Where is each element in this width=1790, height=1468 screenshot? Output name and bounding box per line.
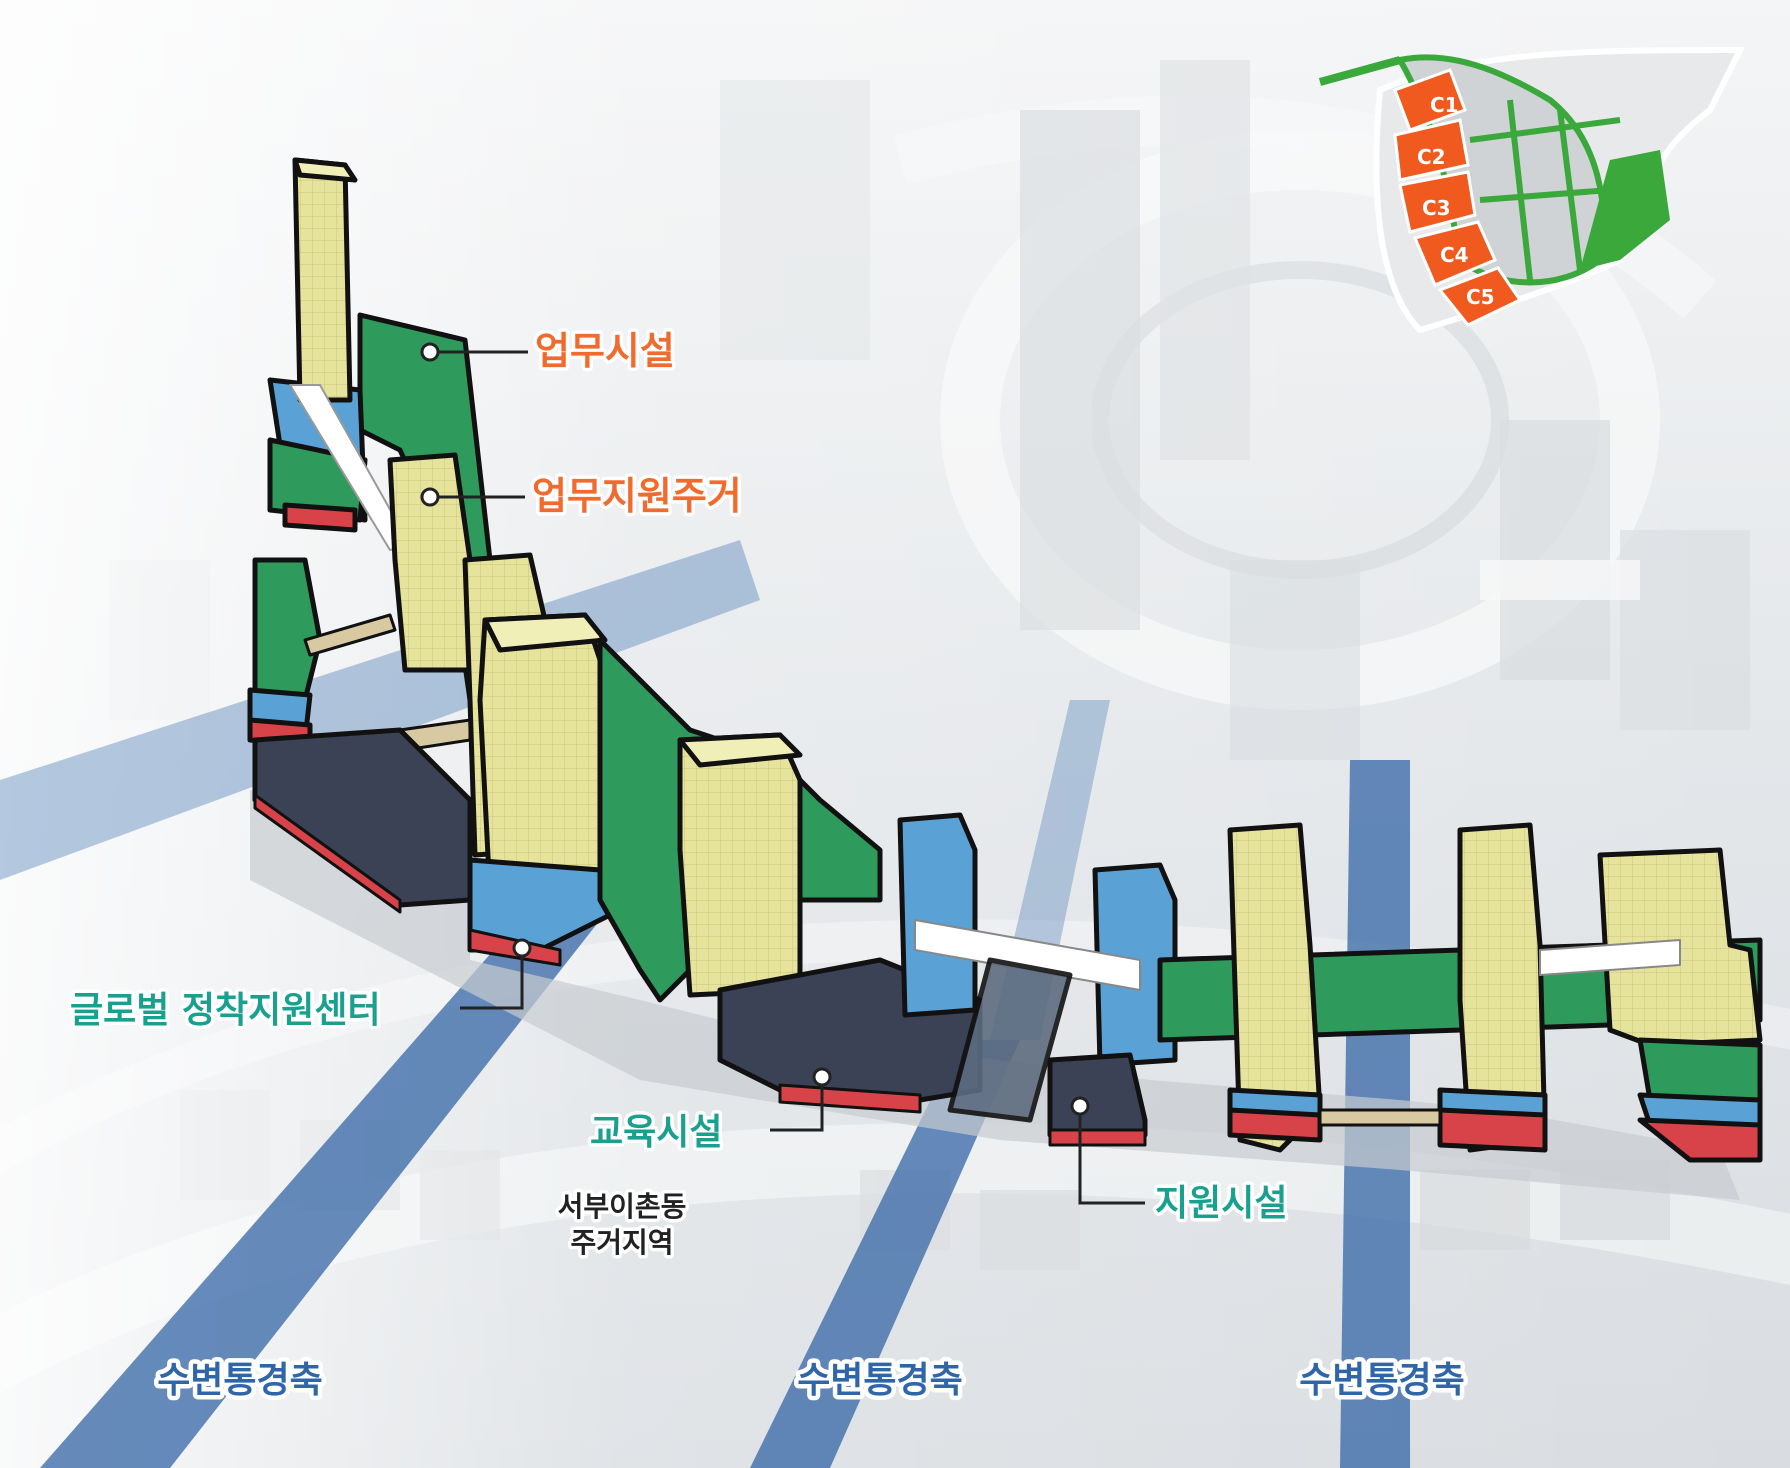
label-support-facility: 지원시설 xyxy=(1155,1183,1287,1224)
label-residential-area-line2: 주거지역 xyxy=(570,1226,673,1259)
label-global-center: 글로벌 정착지원센터 xyxy=(70,990,381,1031)
marker-office-residential xyxy=(422,489,438,505)
keymap-label-c4: C4 xyxy=(1440,243,1469,267)
residential-tower-4 xyxy=(480,615,600,895)
residential-tower-5 xyxy=(680,735,800,995)
office-residential-tower xyxy=(390,455,470,670)
label-axis-3: 수변통경축 xyxy=(1299,1360,1465,1401)
keymap-label-c1: C1 xyxy=(1430,93,1459,117)
label-education: 교육시설 xyxy=(590,1112,722,1153)
marker-office xyxy=(422,344,438,360)
marker-education xyxy=(814,1069,830,1085)
label-office: 업무시설 xyxy=(535,329,675,373)
keymap-label-c5: C5 xyxy=(1466,285,1495,309)
label-residential-area-line1: 서부이촌동 xyxy=(558,1190,687,1223)
marker-support xyxy=(1072,1098,1088,1114)
marker-global-center xyxy=(514,940,530,956)
blue-tower-1 xyxy=(900,815,975,1015)
label-axis-1: 수변통경축 xyxy=(157,1360,323,1401)
office-base-red xyxy=(285,505,355,530)
label-axis-2: 수변통경축 xyxy=(797,1360,963,1401)
label-office-residential: 업무지원주거 xyxy=(532,474,742,518)
keymap-label-c3: C3 xyxy=(1422,196,1451,220)
keymap-label-c2: C2 xyxy=(1417,145,1446,169)
support-facility-podium xyxy=(1050,1055,1145,1135)
office-tower xyxy=(295,160,350,400)
